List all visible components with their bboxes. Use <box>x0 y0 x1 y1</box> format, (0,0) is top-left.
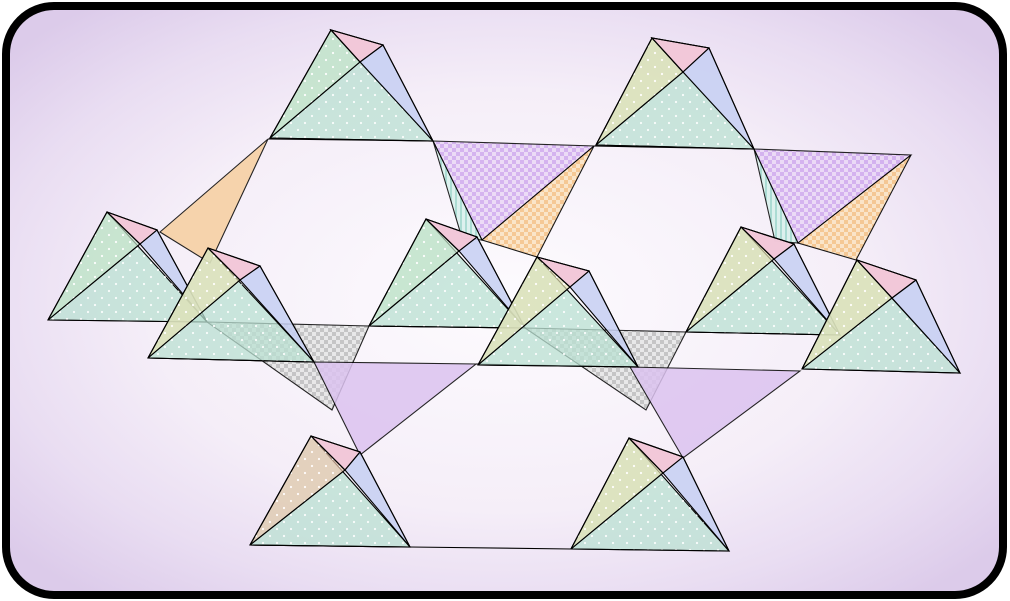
tetrahedron-10-base-face-dots <box>571 438 729 551</box>
tetrahedron-9-base-face-dots <box>250 436 410 547</box>
tetrahedron-6-base-face-dots <box>478 257 638 367</box>
tetrahedron-8-base-face-dots <box>802 260 960 373</box>
connector-orange-left <box>159 138 269 264</box>
tetrahedron-6-apex-edge <box>536 256 571 288</box>
tetrahedron-5-base-face-dots <box>369 219 525 328</box>
tetrahedron-8-left-face-dots <box>802 260 892 369</box>
tetrahedron-2-left-face-dots <box>596 38 683 145</box>
tetrahedron-3-apex-edge <box>106 211 141 245</box>
tetrahedron-7-apex-edge <box>740 226 775 260</box>
tetrahedron-8-apex-edge <box>856 259 893 299</box>
connector-orange-right <box>796 154 912 261</box>
tetrahedron-9-apex-edge <box>310 435 346 471</box>
tetrahedron-1-base-face-dots <box>270 30 433 141</box>
tetrahedron-4-left-face-dots <box>148 248 240 358</box>
tetrahedron-6-left-face-dots <box>478 257 570 365</box>
tetrahedron-7-left-face-dots <box>686 227 774 332</box>
tetrahedra <box>47 28 962 552</box>
tetrahedron-10-left-face-dots <box>571 438 663 549</box>
connector-purple-low-right <box>629 366 802 459</box>
tetrahedron-3-base-face-dots <box>48 212 207 322</box>
tetrahedron-5-apex-edge <box>425 218 460 252</box>
tetrahedron-4-apex-edge <box>207 247 241 281</box>
tetrahedron-7-base-face-dots <box>686 227 840 335</box>
tetrahedron-4-base-face-dots <box>148 248 314 362</box>
connector-purple-low-left <box>313 361 478 456</box>
tetrahedron-5-left-face-dots <box>369 219 459 326</box>
tetrahedron-10-apex-edge <box>628 437 664 474</box>
tetrahedron-2-apex-edge <box>651 37 684 73</box>
tetrahedron-9-left-face-dots <box>250 436 345 545</box>
tetrahedron-1-left-face-dots <box>270 30 360 138</box>
tetrahedron-2-base-face-dots <box>596 38 754 149</box>
tetrahedron-3-left-face-dots <box>48 212 140 320</box>
connector-orange-mid <box>480 145 595 258</box>
tetrahedron-1-apex-edge <box>330 29 361 63</box>
